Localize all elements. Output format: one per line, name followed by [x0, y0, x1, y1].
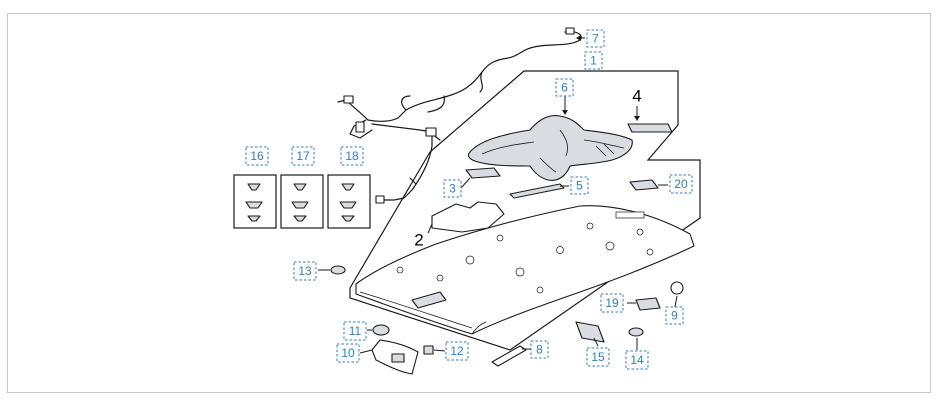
- callout-12: 12: [445, 341, 469, 361]
- assembly-outline: [349, 70, 701, 351]
- callout-18: 18: [340, 146, 364, 166]
- svg-text:9: 9: [671, 309, 678, 323]
- callout-3: 3: [443, 179, 462, 198]
- svg-text:6: 6: [561, 81, 568, 95]
- svg-text:7: 7: [592, 32, 599, 46]
- clip-set-16: [233, 174, 277, 229]
- svg-text:15: 15: [591, 350, 605, 364]
- clip-11: [372, 324, 390, 336]
- wiring-harness: [337, 27, 582, 204]
- svg-text:20: 20: [674, 177, 688, 191]
- label-2: 2: [414, 231, 423, 250]
- svg-text:12: 12: [450, 344, 464, 358]
- sun-visor: [371, 339, 419, 375]
- callout-8: 8: [530, 340, 549, 359]
- svg-text:19: 19: [605, 296, 619, 310]
- callout-7: 7: [586, 29, 605, 48]
- bracket-15: [575, 321, 605, 343]
- clip-set-17: [280, 174, 324, 229]
- headliner-panel: [355, 205, 695, 335]
- clip-set-18: [327, 174, 371, 229]
- callout-13: 13: [293, 261, 317, 281]
- svg-text:3: 3: [449, 182, 456, 196]
- clip-13: [330, 265, 346, 275]
- grommet-14: [628, 327, 644, 337]
- svg-text:5: 5: [576, 179, 583, 193]
- strip-5: [509, 183, 565, 199]
- callout-10: 10: [336, 343, 360, 363]
- svg-text:18: 18: [345, 149, 359, 163]
- callout-5: 5: [570, 176, 589, 195]
- insulation-pad: [431, 201, 505, 233]
- svg-text:11: 11: [349, 324, 362, 338]
- clip-9: [670, 281, 684, 295]
- grab-handle: [491, 345, 527, 367]
- callout-11: 11: [343, 321, 367, 341]
- callout-1: 1: [584, 51, 603, 70]
- clip-20: [629, 179, 659, 191]
- callout-19: 19: [600, 293, 624, 313]
- callout-15: 15: [586, 347, 610, 367]
- svg-text:16: 16: [250, 149, 264, 163]
- leader-lines: [318, 35, 678, 354]
- clip-12: [423, 345, 434, 355]
- callout-20: 20: [669, 174, 693, 194]
- svg-text:10: 10: [341, 346, 355, 360]
- callout-17: 17: [291, 146, 315, 166]
- svg-text:8: 8: [536, 343, 543, 357]
- svg-text:13: 13: [298, 264, 312, 278]
- label-4: 4: [632, 87, 641, 106]
- svg-text:14: 14: [630, 353, 644, 367]
- bracket-19: [635, 297, 661, 311]
- callout-9: 9: [665, 306, 684, 325]
- air-duct-assembly: [467, 114, 633, 181]
- sound-pad-small: [627, 123, 673, 133]
- callout-16: 16: [245, 146, 269, 166]
- svg-text:1: 1: [590, 54, 597, 68]
- svg-text:17: 17: [296, 149, 310, 163]
- pad-3: [465, 167, 501, 179]
- callout-6: 6: [555, 78, 574, 97]
- callout-14: 14: [625, 350, 649, 370]
